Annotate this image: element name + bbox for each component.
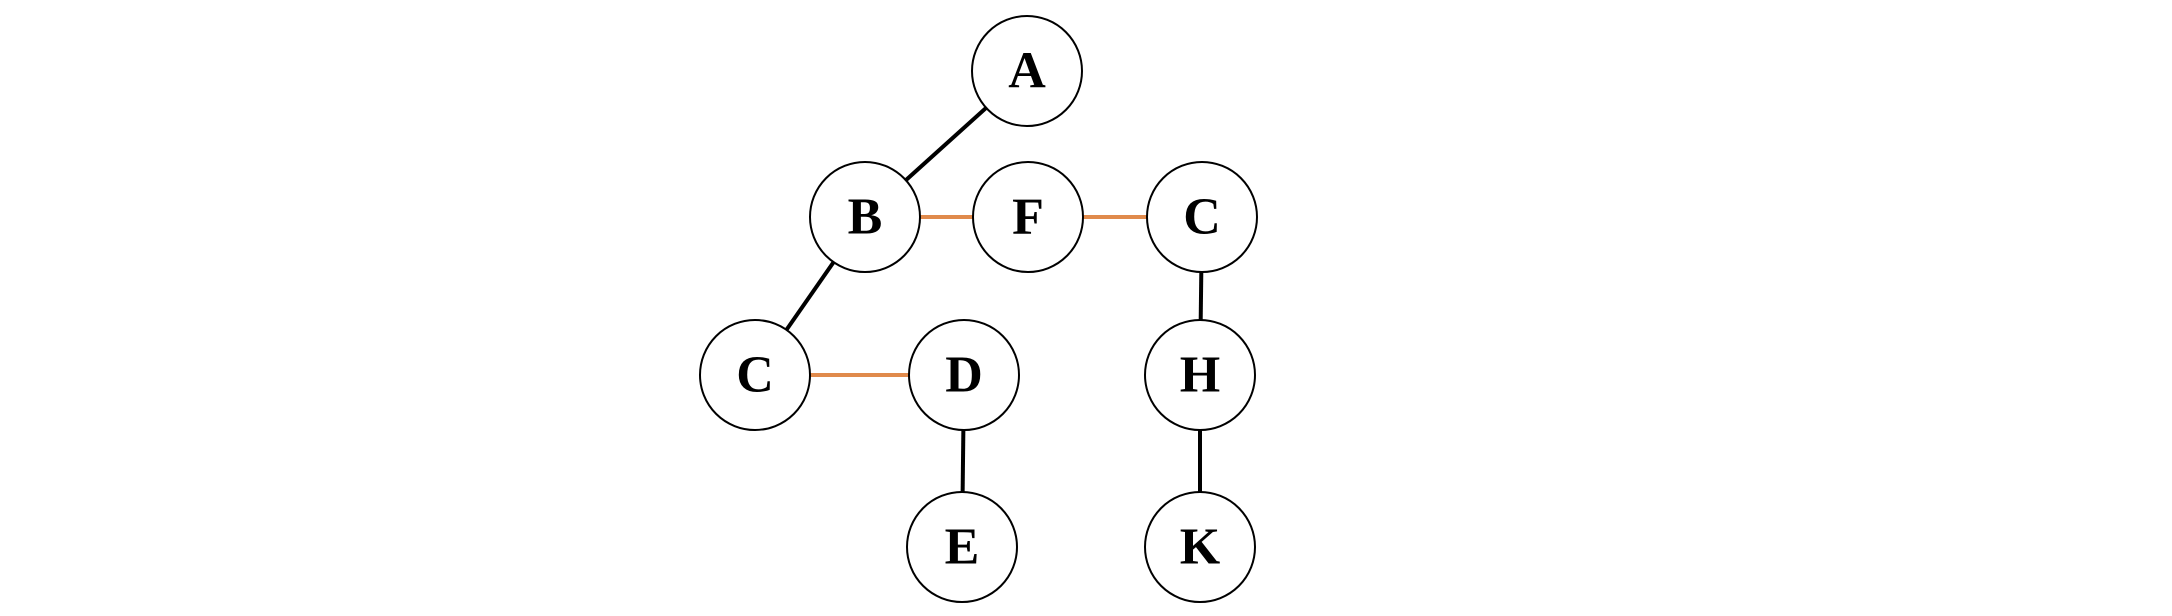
graph-node-F: F xyxy=(972,161,1084,273)
node-label: A xyxy=(1008,43,1046,100)
node-label: B xyxy=(848,189,883,246)
graph-node-C2: C xyxy=(699,319,811,431)
node-label: K xyxy=(1180,519,1221,576)
node-circle xyxy=(972,161,1084,273)
node-circle xyxy=(1144,319,1256,431)
graph-node-C1: C xyxy=(1146,161,1258,273)
graph-node-D: D xyxy=(908,319,1020,431)
node-label: C xyxy=(736,347,774,404)
node-circle xyxy=(906,491,1018,603)
graph-node-E: E xyxy=(906,491,1018,603)
node-circle xyxy=(809,161,921,273)
node-circle xyxy=(1146,161,1258,273)
node-label: D xyxy=(945,347,983,404)
node-label: C xyxy=(1183,189,1221,246)
node-circle xyxy=(699,319,811,431)
node-circle xyxy=(1144,491,1256,603)
node-label: E xyxy=(945,519,980,576)
graph-node-K: K xyxy=(1144,491,1256,603)
graph-node-A: A xyxy=(971,15,1083,127)
node-label: H xyxy=(1180,347,1220,404)
graph-node-B: B xyxy=(809,161,921,273)
node-circle xyxy=(971,15,1083,127)
node-label: F xyxy=(1012,189,1044,246)
graph-node-H: H xyxy=(1144,319,1256,431)
node-circle xyxy=(908,319,1020,431)
